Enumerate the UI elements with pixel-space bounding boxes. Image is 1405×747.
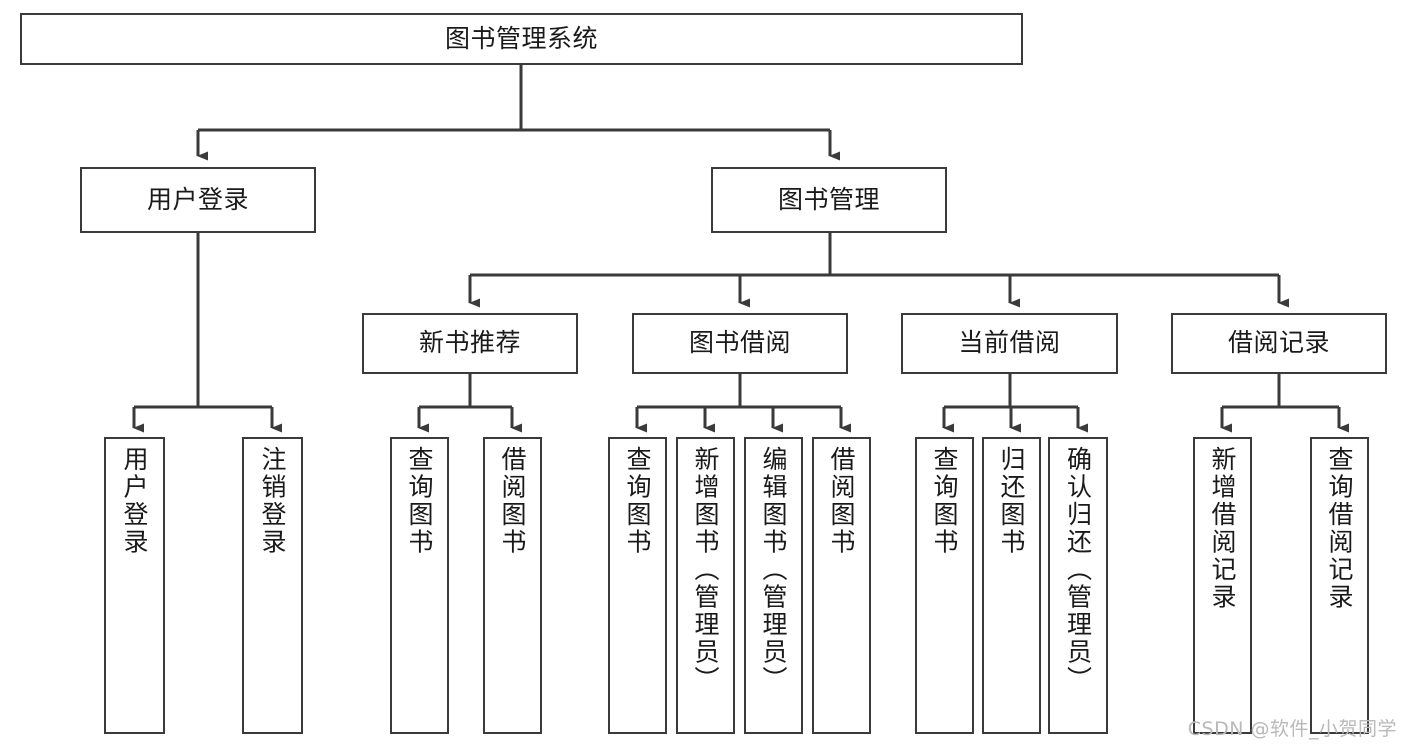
- node-label: 当前借阅: [958, 328, 1061, 358]
- node-label: 编辑图书（管理员）: [759, 446, 788, 694]
- node-label: 查询图书: [623, 446, 652, 556]
- node-label: 新增借阅记录: [1208, 446, 1237, 611]
- leaf-borrow-add-book-admin[interactable]: 新增图书（管理员）: [676, 437, 735, 734]
- node-label: 借阅记录: [1227, 328, 1330, 358]
- leaf-borrow-borrow-book[interactable]: 借阅图书: [812, 437, 871, 734]
- node-label: 用户登录: [120, 446, 149, 556]
- node-user-login[interactable]: 用户登录: [80, 167, 316, 233]
- leaf-current-confirm-return-admin[interactable]: 确认归还（管理员）: [1048, 437, 1108, 734]
- leaf-record-add-record[interactable]: 新增借阅记录: [1193, 437, 1252, 734]
- leaf-record-query-record[interactable]: 查询借阅记录: [1310, 437, 1369, 734]
- node-label: 图书管理: [777, 184, 880, 214]
- leaf-recommend-borrow-book[interactable]: 借阅图书: [483, 437, 542, 734]
- watermark-text: CSDN @软件_小贺同学: [1187, 718, 1397, 740]
- node-label: 借阅图书: [827, 446, 856, 556]
- leaf-borrow-edit-book-admin[interactable]: 编辑图书（管理员）: [744, 437, 803, 734]
- node-label: 新增图书（管理员）: [691, 446, 720, 694]
- node-borrow-record[interactable]: 借阅记录: [1171, 313, 1387, 374]
- leaf-user-login-login[interactable]: 用户登录: [104, 437, 165, 734]
- leaf-current-query-book[interactable]: 查询图书: [915, 437, 974, 734]
- node-label: 确认归还（管理员）: [1063, 446, 1093, 694]
- node-label: 查询图书: [930, 446, 959, 556]
- node-book-borrow[interactable]: 图书借阅: [632, 313, 848, 374]
- node-label: 用户登录: [146, 184, 249, 214]
- node-current-borrow[interactable]: 当前借阅: [901, 313, 1118, 374]
- node-root-system[interactable]: 图书管理系统: [20, 13, 1023, 65]
- node-book-management[interactable]: 图书管理: [711, 167, 947, 233]
- node-label: 借阅图书: [498, 446, 527, 556]
- node-label: 图书管理系统: [444, 23, 598, 53]
- node-label: 归还图书: [997, 446, 1026, 556]
- node-label: 新书推荐: [418, 328, 521, 358]
- node-label: 查询借阅记录: [1325, 446, 1354, 611]
- leaf-current-return-book[interactable]: 归还图书: [982, 437, 1041, 734]
- node-label: 图书借阅: [688, 328, 791, 358]
- node-label: 查询图书: [405, 446, 434, 556]
- node-new-book-recommend[interactable]: 新书推荐: [362, 313, 578, 374]
- node-label: 注销登录: [258, 446, 287, 556]
- leaf-recommend-query-book[interactable]: 查询图书: [390, 437, 449, 734]
- leaf-borrow-query-book[interactable]: 查询图书: [608, 437, 667, 734]
- leaf-user-login-logout[interactable]: 注销登录: [242, 437, 303, 734]
